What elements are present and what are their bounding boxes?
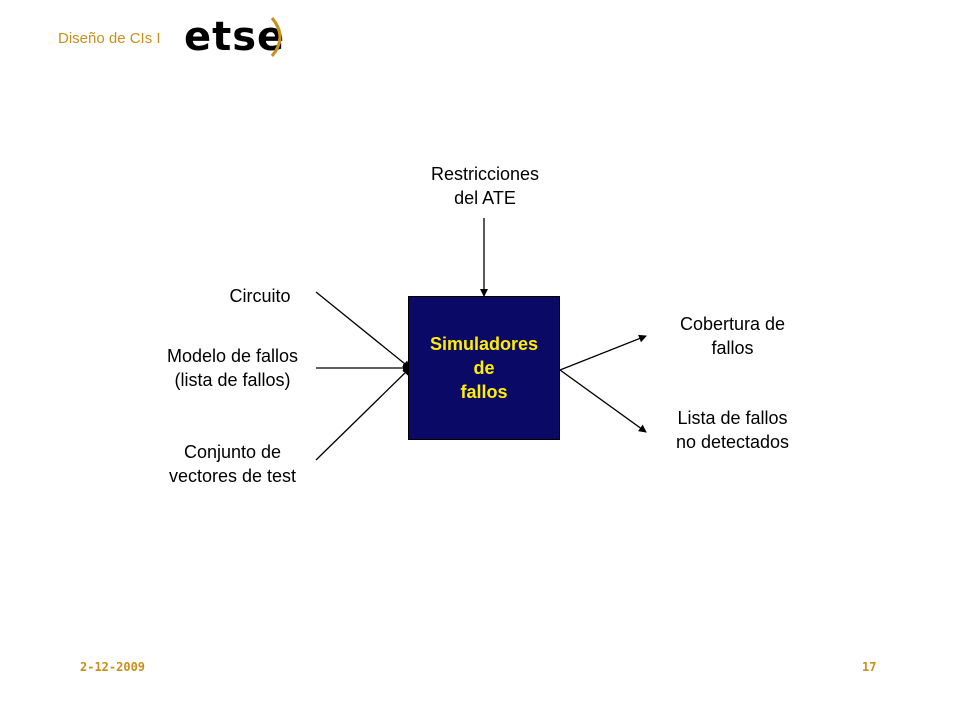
etse-logo: etse (184, 14, 285, 60)
label-lista-fallos: Lista de fallos no detectados (675, 408, 790, 452)
label-restricciones: Restricciones del ATE (430, 164, 540, 208)
page-number: 17 (862, 660, 877, 674)
label-conjunto-vectores: Conjunto de vectores de test (168, 442, 297, 486)
arrow-circuito (315, 291, 411, 369)
simuladores-box: Simuladores de fallos (408, 296, 560, 440)
label-modelo-fallos: Modelo de fallos (lista de fallos) (166, 346, 299, 390)
label-circuito: Circuito (229, 286, 291, 306)
header-title: Diseño de CIs I (58, 30, 161, 47)
box-label: Simuladores de fallos (429, 334, 539, 402)
logo-text: etse (184, 14, 285, 60)
arrow-lista (559, 369, 647, 433)
footer-date: 2-12-2009 (80, 660, 146, 674)
label-cobertura: Cobertura de fallos (679, 314, 786, 358)
arrow-conjunto (315, 367, 411, 461)
arrow-cobertura (559, 334, 647, 371)
